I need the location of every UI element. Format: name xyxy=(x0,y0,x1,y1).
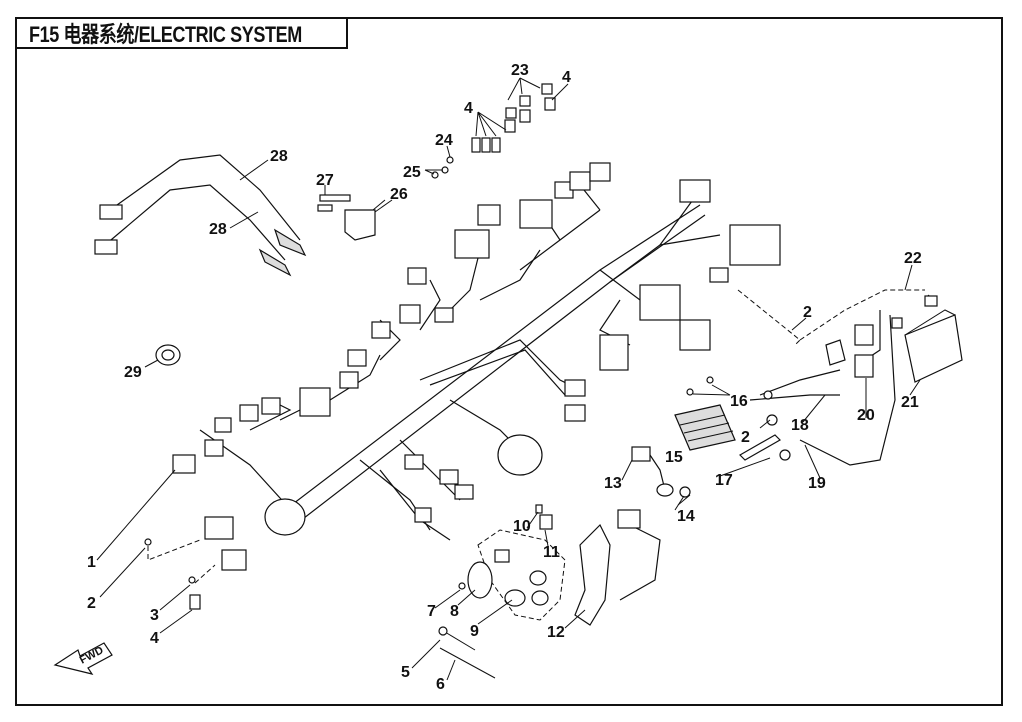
callout-3: 3 xyxy=(150,607,159,624)
callout-22: 22 xyxy=(904,250,922,267)
callout-25: 25 xyxy=(403,164,421,181)
callout-4-relay-group: 4 xyxy=(464,100,473,117)
callout-20: 20 xyxy=(857,407,875,424)
callout-18: 18 xyxy=(791,417,809,434)
callout-24: 24 xyxy=(435,132,453,149)
callout-14: 14 xyxy=(677,508,695,525)
callout-2-right: 2 xyxy=(803,304,812,321)
sensor-bracket-group xyxy=(317,145,454,241)
callout-26: 26 xyxy=(390,186,408,203)
brake-bracket xyxy=(574,509,661,626)
callout-9: 9 xyxy=(470,623,479,640)
callout-5: 5 xyxy=(401,664,410,681)
left-fasteners xyxy=(144,538,216,610)
drawing-frame xyxy=(15,17,1003,706)
voltage-regulator xyxy=(674,376,736,451)
callout-11: 11 xyxy=(543,544,560,561)
callout-19: 19 xyxy=(808,475,826,492)
callout-17: 17 xyxy=(715,472,733,489)
callout-13: 13 xyxy=(604,475,622,492)
callout-28-lower: 28 xyxy=(209,221,227,238)
battery-group xyxy=(737,289,963,466)
callout-2-bracket: 2 xyxy=(741,429,750,446)
callout-12: 12 xyxy=(547,624,565,641)
callout-29: 29 xyxy=(124,364,142,381)
callout-16: 16 xyxy=(730,393,748,410)
harness-connectors xyxy=(172,162,781,571)
leader-lines xyxy=(96,159,921,681)
callout-4-relay: 4 xyxy=(562,69,571,86)
callout-21: 21 xyxy=(901,394,919,411)
callout-2-left: 2 xyxy=(87,595,96,612)
callout-28-upper: 28 xyxy=(270,148,288,165)
page-title: F15 电器系统/ELECTRIC SYSTEM xyxy=(29,22,302,47)
callout-6: 6 xyxy=(436,676,445,693)
callout-labels: 1 2 2 2 3 4 4 4 5 6 7 8 9 10 11 12 13 14… xyxy=(87,62,922,693)
oxygen-sensor-cables xyxy=(94,154,307,277)
callout-7: 7 xyxy=(427,603,436,620)
callout-8: 8 xyxy=(450,603,459,620)
switch-group xyxy=(458,504,566,621)
bolt-tie-group xyxy=(438,626,496,679)
callout-10: 10 xyxy=(513,518,531,535)
callout-27: 27 xyxy=(316,172,334,189)
callout-23: 23 xyxy=(511,62,529,79)
callout-15: 15 xyxy=(665,449,683,466)
sensor-13-group xyxy=(631,446,691,511)
harness-clamp xyxy=(144,344,181,368)
title-box: F15 电器系统/ELECTRIC SYSTEM xyxy=(15,17,348,49)
relays-group xyxy=(471,77,569,153)
callout-1: 1 xyxy=(87,554,96,571)
callout-4-left: 4 xyxy=(150,630,159,647)
forward-direction-arrow: FWD xyxy=(53,642,113,675)
